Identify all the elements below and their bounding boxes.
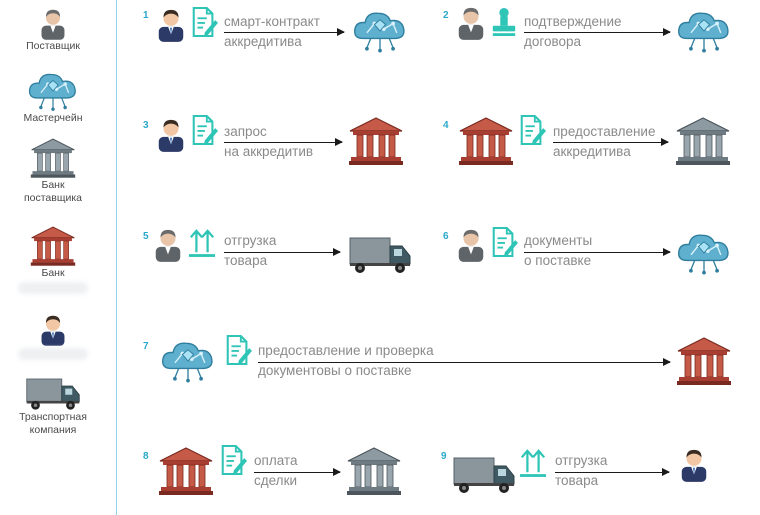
legend-label: Транспортная компания — [19, 411, 87, 436]
person-icon — [152, 226, 184, 262]
bank-icon — [348, 116, 404, 166]
bank-icon — [158, 446, 214, 496]
step-label-line1: оплата — [254, 453, 298, 468]
legend-supplier: Поставщик — [0, 6, 106, 53]
step-number: 6 — [443, 231, 449, 242]
arrow — [258, 358, 671, 366]
document-icon — [224, 334, 252, 366]
legend-masterchain: Мастерчейн — [0, 70, 106, 125]
step-label-line1: предоставление — [553, 124, 656, 139]
redacted-text — [18, 348, 88, 360]
arrow — [524, 28, 671, 36]
legend-transport: Транспортная компания — [0, 375, 106, 437]
arrow — [224, 28, 345, 36]
step-number: 1 — [143, 10, 149, 21]
step-label-line1: отгрузка — [224, 233, 277, 248]
legend-bank: Банк — [0, 225, 106, 294]
cloud-icon — [27, 70, 79, 112]
step-number: 9 — [441, 451, 447, 462]
cloud-icon — [676, 8, 732, 54]
step-label-line1: подтверждение — [524, 14, 622, 29]
upload-arrows-icon — [519, 446, 547, 478]
cloud-icon — [160, 338, 216, 384]
step-label-line2: товара — [224, 253, 268, 268]
arrow — [524, 248, 671, 256]
stamp-icon — [490, 6, 518, 38]
redacted-text — [18, 282, 88, 294]
bank-icon — [676, 336, 732, 386]
step-number: 7 — [143, 341, 149, 352]
bank-icon — [458, 116, 514, 166]
legend-label: Банк поставщика — [23, 179, 83, 204]
step-number: 2 — [443, 10, 449, 21]
legend-supplier-bank: Банк поставщика — [0, 137, 106, 205]
step-label: смарт-контракт аккредитива — [224, 12, 320, 52]
bank-icon — [675, 116, 731, 166]
step-label-line1: отгрузка — [555, 453, 608, 468]
step-label-line2: документовы о поставке — [258, 363, 412, 378]
step-label-line2: аккредитива — [553, 144, 631, 159]
step-number: 4 — [443, 120, 449, 131]
truck-icon — [25, 375, 81, 411]
person-icon — [38, 312, 68, 346]
step-label: отгрузка товара — [224, 231, 276, 271]
arrow — [555, 468, 670, 476]
arrow — [224, 138, 343, 146]
step-label-line1: документы — [524, 233, 593, 248]
person-icon — [455, 226, 487, 262]
legend-label: Банк — [41, 267, 65, 279]
cloud-icon — [352, 8, 408, 54]
step-label-line1: предоставление и проверка — [258, 343, 434, 358]
step-label-line2: сделки — [254, 473, 298, 488]
arrow — [254, 468, 341, 476]
upload-arrows-icon — [188, 226, 216, 258]
document-icon — [190, 6, 218, 38]
step-label-line2: на аккредитив — [224, 144, 314, 159]
person-icon — [155, 6, 187, 42]
step-number: 5 — [143, 231, 149, 242]
step-label: отгрузка товара — [555, 451, 607, 491]
truck-icon — [452, 454, 516, 494]
legend-buyer — [0, 312, 106, 360]
person-icon — [678, 446, 710, 482]
arrow — [224, 248, 341, 256]
person-icon — [455, 4, 487, 40]
document-icon — [518, 114, 546, 146]
truck-icon — [348, 234, 412, 274]
step-label: документы о поставке — [524, 231, 592, 271]
bank-icon — [30, 137, 76, 179]
step-label: предоставление аккредитива — [553, 122, 655, 162]
step-label: подтверждение договора — [524, 12, 622, 52]
divider — [116, 0, 117, 515]
cloud-icon — [676, 230, 732, 276]
arrow — [553, 138, 669, 146]
bank-icon — [30, 225, 76, 267]
step-label-line1: запрос — [224, 124, 267, 139]
document-icon — [190, 114, 218, 146]
step-label: запрос на аккредитив — [224, 122, 313, 162]
step-label-line2: о поставке — [524, 253, 592, 268]
step-number: 8 — [143, 451, 149, 462]
step-label-line1: смарт-контракт — [224, 14, 320, 29]
step-number: 3 — [143, 120, 149, 131]
document-icon — [219, 444, 247, 476]
person-icon — [38, 6, 68, 40]
bank-icon — [346, 446, 402, 496]
step-label-line2: договора — [524, 34, 582, 49]
step-label: оплата сделки — [254, 451, 297, 491]
document-icon — [490, 226, 518, 258]
person-icon — [155, 116, 187, 152]
step-label-line2: товара — [555, 473, 599, 488]
legend-label: Мастерчейн — [23, 112, 83, 124]
step-label-line2: аккредитива — [224, 34, 302, 49]
step-label: предоставление и проверка документовы о … — [258, 341, 434, 381]
legend-label: Поставщик — [26, 40, 80, 52]
legend: Поставщик Мастерчейн Банк поставщика Бан… — [0, 0, 106, 515]
